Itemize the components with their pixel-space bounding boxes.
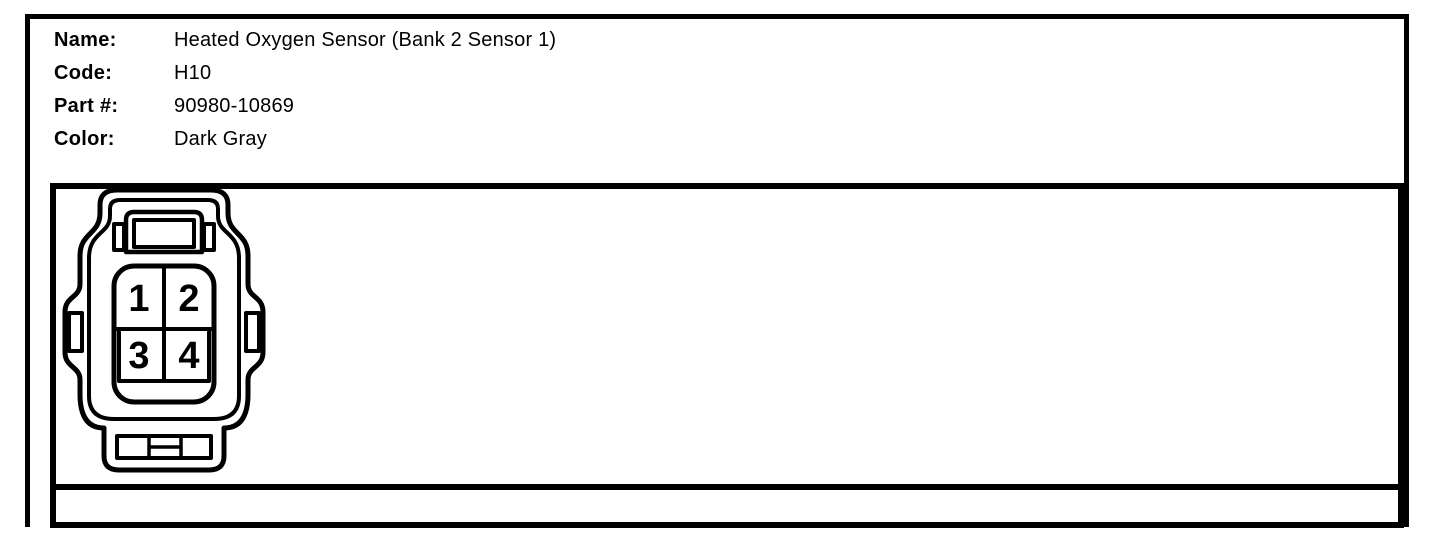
latch-inner <box>132 218 196 249</box>
field-row-code: Code: H10 <box>54 57 556 90</box>
side-lock-left <box>67 311 84 353</box>
latch-tab-right <box>202 222 216 252</box>
pin-4-label: 4 <box>178 335 199 377</box>
field-label-color: Color: <box>54 128 115 150</box>
field-value-color: Dark Gray <box>174 128 267 150</box>
pin-3-label: 3 <box>128 335 149 377</box>
side-lock-right <box>244 311 261 353</box>
field-value-code: H10 <box>174 62 212 84</box>
latch-tab-left <box>112 222 126 252</box>
field-label-name: Name: <box>54 29 117 51</box>
field-row-name: Name: Heated Oxygen Sensor (Bank 2 Senso… <box>54 24 556 57</box>
field-row-part-number: Part #: 90980-10869 <box>54 90 556 123</box>
field-label-part-number: Part #: <box>54 95 119 117</box>
page-border <box>25 14 1409 527</box>
field-value-name: Heated Oxygen Sensor (Bank 2 Sensor 1) <box>174 29 557 51</box>
connector-diagram-panel <box>50 183 1404 490</box>
pin-2-label: 2 <box>178 278 199 320</box>
pin-1-label: 1 <box>128 278 149 320</box>
field-value-part-number: 90980-10869 <box>174 95 295 117</box>
field-row-color: Color: Dark Gray <box>54 123 556 156</box>
empty-bottom-row <box>50 484 1404 528</box>
field-label-code: Code: <box>54 62 113 84</box>
connector-pinout-diagram: 1 2 3 4 <box>62 187 266 473</box>
connector-inner-wall <box>87 198 241 421</box>
connector-header-fields: Name: Heated Oxygen Sensor (Bank 2 Senso… <box>54 24 556 156</box>
